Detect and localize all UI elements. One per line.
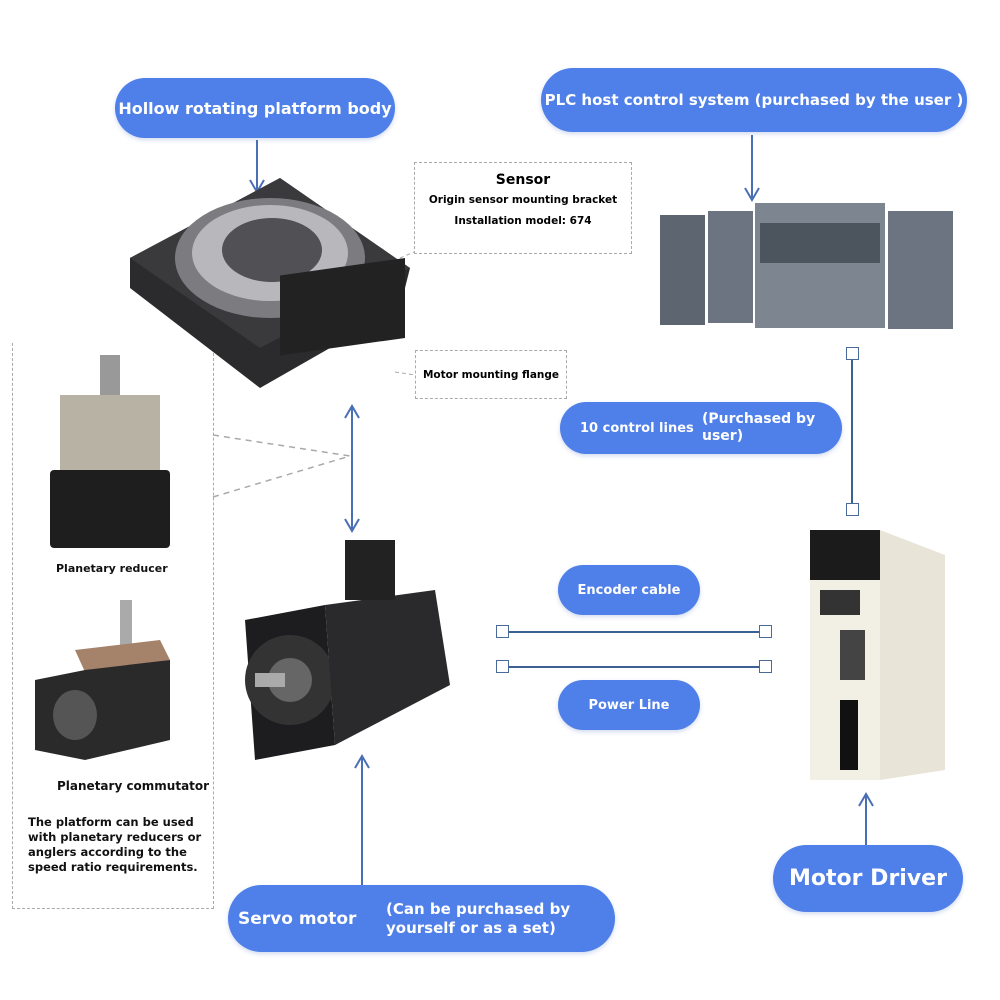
servo-motor-image	[245, 540, 450, 760]
control-lines-note: (Purchased by user)	[702, 411, 816, 444]
control-line-end-bottom	[846, 503, 859, 516]
sensor-line1: Origin sensor mounting bracket	[428, 194, 618, 206]
sensor-title: Sensor	[495, 172, 551, 188]
power-line-end-left	[496, 660, 509, 673]
flange-box: Motor mounting flange	[415, 350, 567, 399]
power-line-end-right	[759, 660, 772, 673]
planetary-reducer-image	[50, 355, 170, 548]
motor-driver-text: Motor Driver	[789, 866, 947, 891]
plc-label-text: PLC host control system (purchased by th…	[544, 91, 964, 109]
plc-label: PLC host control system (purchased by th…	[541, 68, 967, 132]
motor-driver-image	[810, 530, 945, 780]
control-lines-text: 10 control lines	[580, 420, 694, 436]
accessories-box	[12, 343, 214, 909]
motor-driver-label: Motor Driver	[773, 845, 963, 912]
encoder-cable-line	[508, 631, 760, 633]
platform-label: Hollow rotating platform body	[115, 78, 395, 138]
platform-note: The platform can be used with planetary …	[28, 815, 202, 874]
dashed-link-bottom	[212, 455, 351, 498]
arrow-servo-up	[354, 754, 370, 885]
flange-text: Motor mounting flange	[422, 368, 560, 381]
sensor-box: Sensor Origin sensor mounting bracket In…	[414, 162, 632, 254]
flange-pointer	[394, 371, 416, 376]
arrow-driver-up	[858, 792, 874, 845]
control-line	[851, 360, 853, 510]
encoder-cable-label: Encoder cable	[558, 565, 700, 615]
encoder-cable-end-left	[496, 625, 509, 638]
double-arrow-platform-motor	[344, 404, 360, 533]
arrow-plc-down	[744, 135, 760, 202]
planetary-reducer-label: Planetary reducer	[56, 562, 168, 575]
hollow-platform-image	[130, 178, 410, 388]
planetary-commutator-image	[35, 600, 170, 760]
encoder-cable-text: Encoder cable	[577, 582, 681, 598]
control-line-end-top	[846, 347, 859, 360]
servo-note-text: (Can be purchased by yourself or as a se…	[386, 899, 571, 937]
power-line-line	[508, 666, 760, 668]
encoder-cable-end-right	[759, 625, 772, 638]
control-lines-label: 10 control lines (Purchased by user)	[560, 402, 842, 454]
servo-motor-label: Servo motor (Can be purchased by yoursel…	[228, 885, 615, 952]
plc-image	[660, 203, 953, 329]
servo-motor-text: Servo motor	[238, 908, 357, 929]
dashed-link-top	[212, 434, 351, 457]
sensor-pointer	[399, 251, 415, 259]
platform-label-text: Hollow rotating platform body	[118, 98, 392, 118]
planetary-commutator-label: Planetary commutator	[57, 779, 210, 793]
sensor-line2: Installation model: 674	[454, 215, 592, 227]
power-line-text: Power Line	[588, 697, 670, 713]
power-line-label: Power Line	[558, 680, 700, 730]
